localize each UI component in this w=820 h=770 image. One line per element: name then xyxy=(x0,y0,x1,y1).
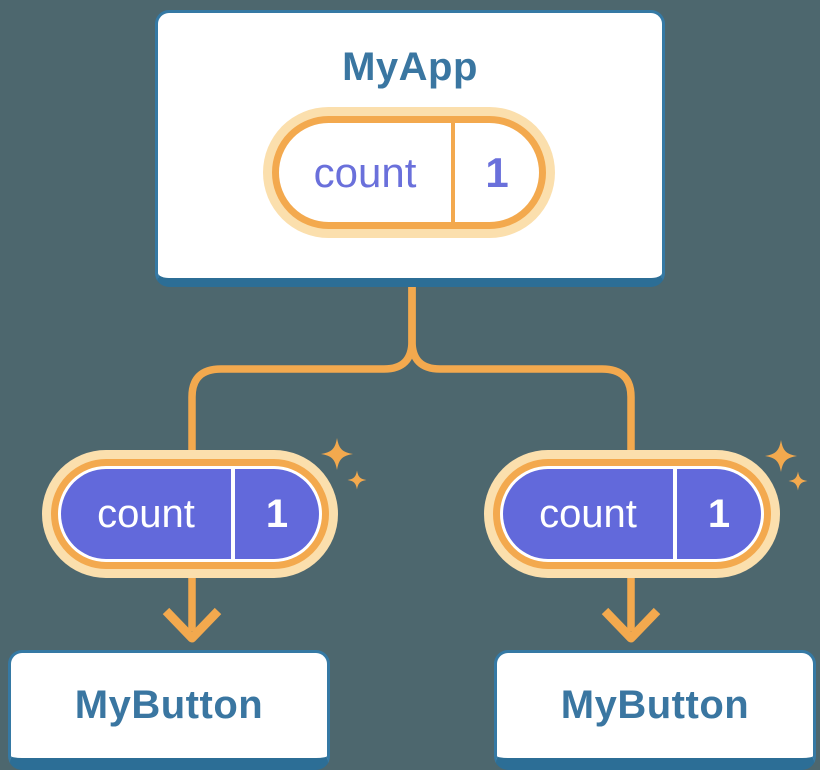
arrow-down-icon xyxy=(601,607,661,643)
right-prop-pill: count 1 xyxy=(484,450,780,578)
arrow-down-icon xyxy=(162,607,222,643)
pill-divider xyxy=(231,469,235,559)
state-name: count xyxy=(313,148,417,196)
pill-divider xyxy=(673,469,677,559)
left-prop-pill-body: count 1 xyxy=(51,459,329,569)
sparkle-icon xyxy=(321,438,353,470)
root-component-card: MyApp xyxy=(155,10,665,287)
right-child-component-title: MyButton xyxy=(560,683,750,727)
left-prop-pill: count 1 xyxy=(42,450,338,578)
root-component-title: MyApp xyxy=(342,45,478,89)
left-child-component-title: MyButton xyxy=(74,683,264,727)
root-state-pill-body: count 1 xyxy=(272,116,546,229)
right-child-component-card: MyButton xyxy=(494,650,816,770)
left-child-component-card: MyButton xyxy=(8,650,330,770)
sparkle-icon xyxy=(347,470,367,490)
right-prop-pill-body: count 1 xyxy=(493,459,771,569)
prop-value: 1 xyxy=(677,469,761,559)
sparkle-icon xyxy=(765,440,797,472)
sparkle-icon xyxy=(788,471,808,491)
state-value: 1 xyxy=(485,148,509,196)
prop-name: count xyxy=(503,469,673,559)
prop-value: 1 xyxy=(235,469,319,559)
prop-name: count xyxy=(61,469,231,559)
pill-divider xyxy=(451,123,455,222)
root-state-pill: count 1 xyxy=(263,107,555,238)
connector-right-branch xyxy=(408,287,635,631)
